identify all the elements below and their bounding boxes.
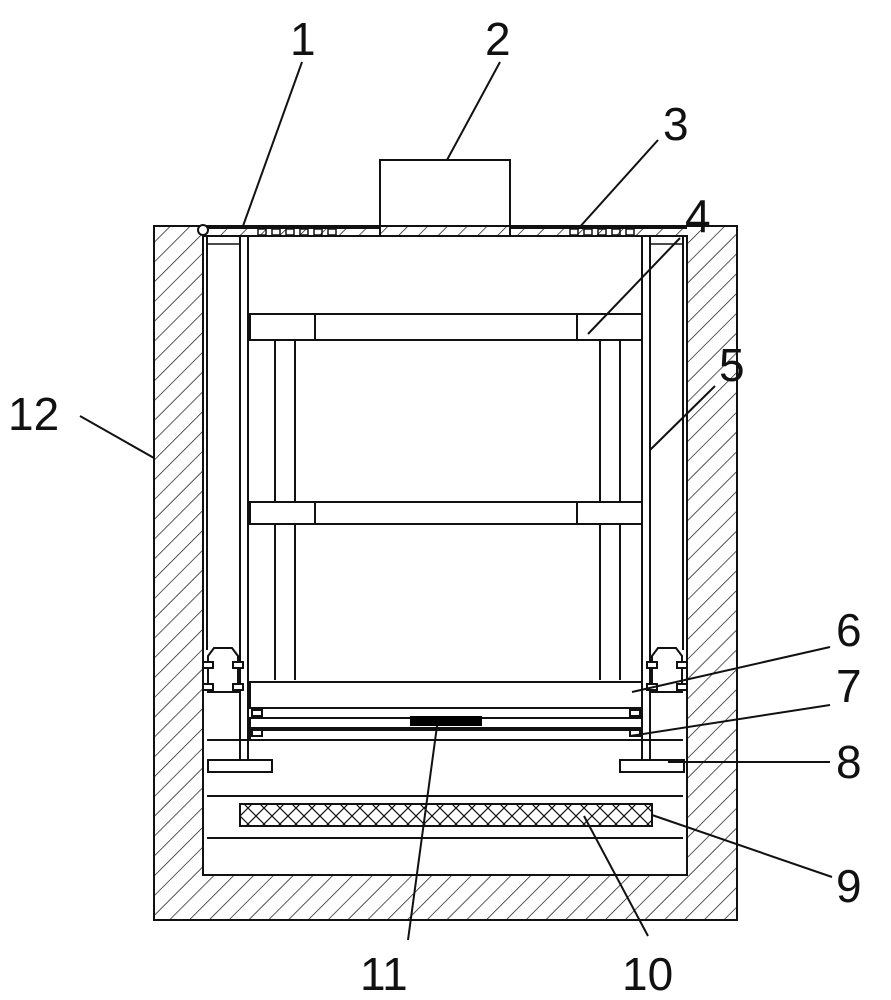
label-7: 7	[836, 660, 862, 712]
label-11: 11	[360, 948, 408, 1000]
part-labels: 1 2 3 4 5 6 7 8 9 10 11 12	[8, 13, 862, 1000]
label-4: 4	[685, 190, 711, 242]
vent-slots-right	[569, 228, 635, 236]
guide-rails	[206, 236, 684, 760]
vent-slots-left	[257, 228, 337, 236]
support-plate	[249, 716, 643, 741]
roller-blocks-left	[202, 647, 263, 737]
label-5: 5	[719, 339, 745, 391]
label-8: 8	[836, 736, 862, 788]
label-6: 6	[836, 604, 862, 656]
label-3: 3	[663, 98, 689, 150]
filter-layer	[239, 803, 653, 827]
label-12: 12	[8, 388, 59, 440]
lower-chamber	[207, 795, 683, 839]
hinge-pin	[197, 224, 209, 236]
label-2: 2	[485, 13, 511, 65]
shelf-middle	[249, 501, 643, 525]
lifting-plate	[249, 681, 643, 709]
leader-lines	[79, 61, 833, 941]
sensor-block	[410, 716, 482, 726]
label-9: 9	[836, 860, 862, 912]
top-cover	[197, 159, 687, 237]
roller-blocks-right	[629, 647, 688, 737]
label-1: 1	[290, 13, 316, 65]
label-10: 10	[622, 948, 673, 1000]
bottom-stops	[207, 739, 685, 773]
shelf-upper	[249, 313, 643, 341]
